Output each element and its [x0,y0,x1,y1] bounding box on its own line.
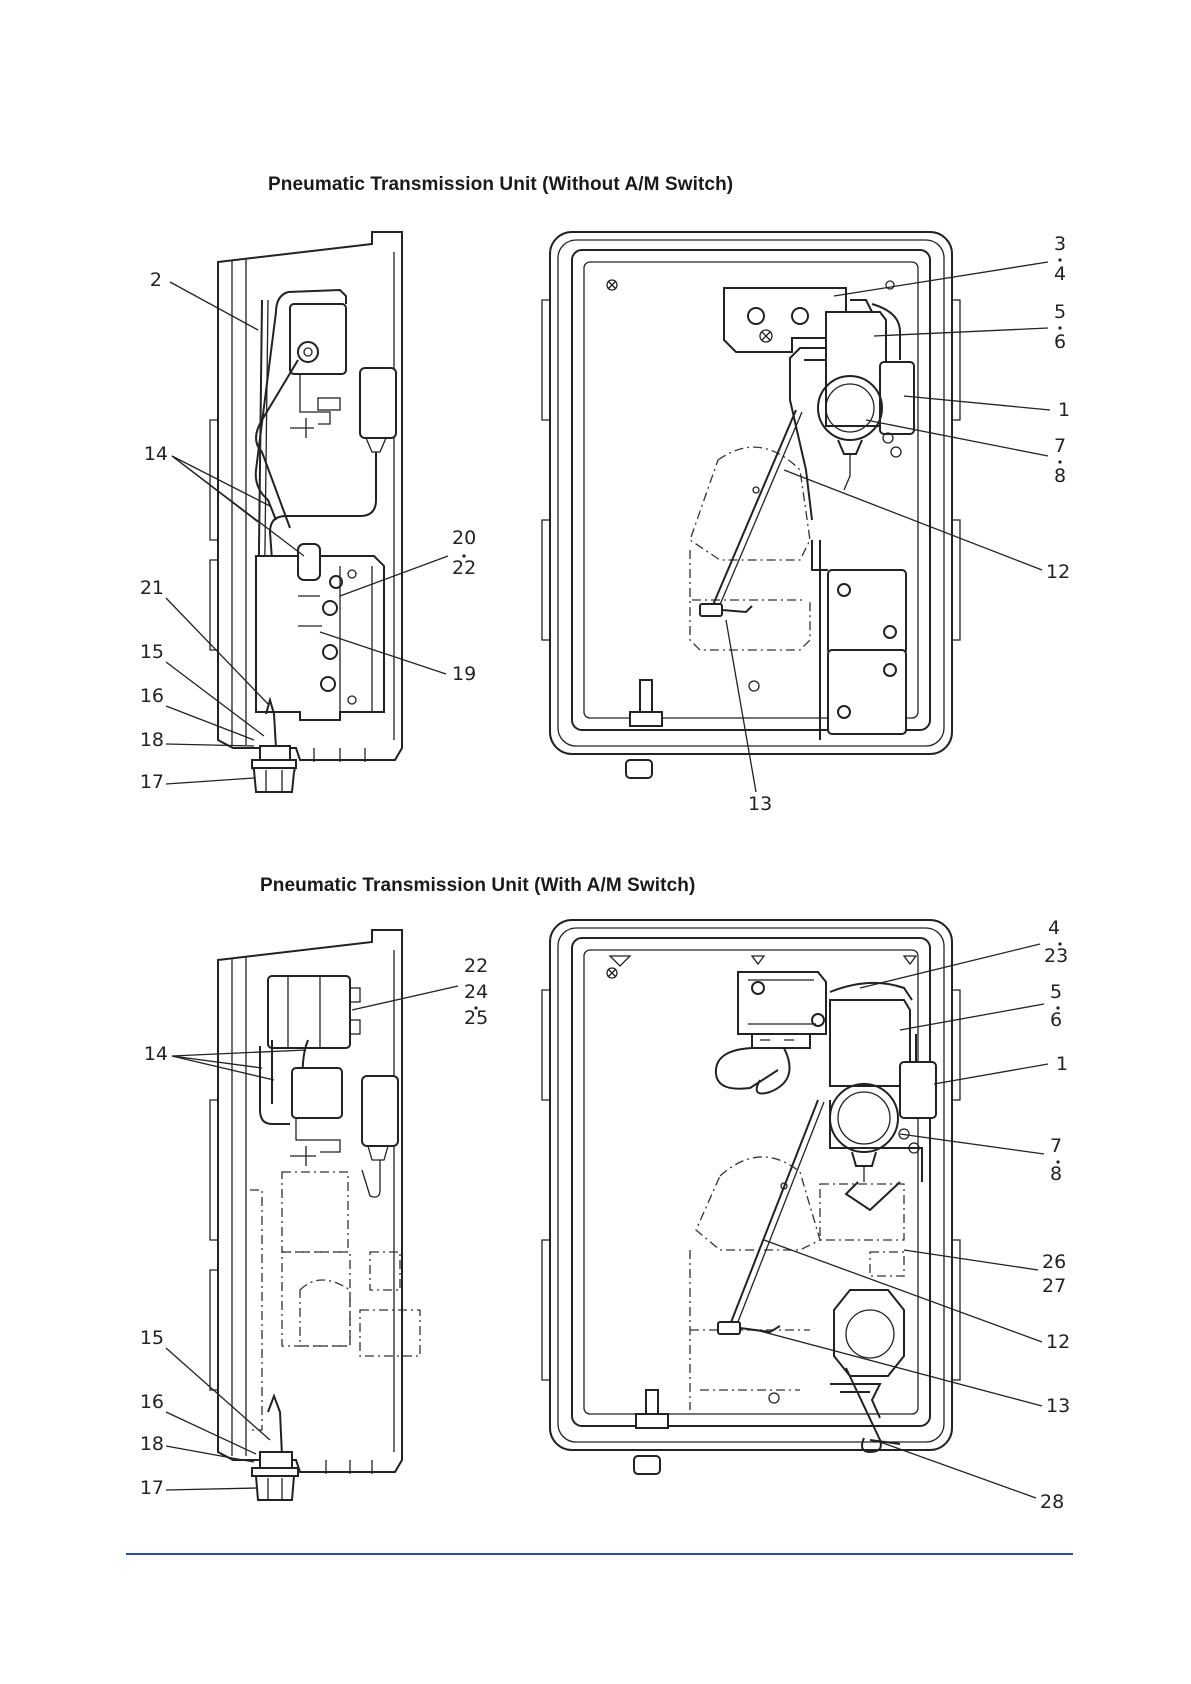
d2-front-view [542,920,960,1474]
callout-17: 17 [140,771,164,793]
callout-8: 8 [1054,465,1066,487]
callout-7: 7 [1050,1135,1062,1157]
callout-20: 20 [452,527,476,549]
callout-1: 1 [1058,399,1070,421]
callout-14: 14 [144,1043,168,1065]
callout-16: 16 [140,1391,164,1413]
d1-side-view [210,232,402,792]
callout-22: 22 [452,557,476,579]
callout-26: 26 [1042,1251,1066,1273]
callout-5: 5 [1054,301,1066,323]
callout-13: 13 [748,793,772,815]
callout-13: 13 [1046,1395,1070,1417]
callout-5: 5 [1050,981,1062,1003]
callout-14: 14 [144,443,168,465]
callout-6: 6 [1050,1009,1062,1031]
callout-2: 2 [150,269,162,291]
callout-25: 25 [464,1007,488,1029]
callout-22: 22 [464,955,488,977]
callout-28: 28 [1040,1491,1064,1513]
callout-18: 18 [140,729,164,751]
callout-4: 4 [1048,917,1060,939]
callout-12: 12 [1046,1331,1070,1353]
callout-23: 23 [1044,945,1068,967]
callout-6: 6 [1054,331,1066,353]
callout-12: 12 [1046,561,1070,583]
callout-27: 27 [1042,1275,1066,1297]
callout-21: 21 [140,577,164,599]
callout-15: 15 [140,641,164,663]
callout-4: 4 [1054,263,1066,285]
callout-16: 16 [140,685,164,707]
callout-18: 18 [140,1433,164,1455]
footer-rule [126,1553,1073,1555]
callout-19: 19 [452,663,476,685]
callout-17: 17 [140,1477,164,1499]
callout-3: 3 [1054,233,1066,255]
callout-8: 8 [1050,1163,1062,1185]
callout-24: 24 [464,981,488,1003]
callout-1: 1 [1056,1053,1068,1075]
d1-front-view [542,232,960,778]
callout-7: 7 [1054,435,1066,457]
callout-15: 15 [140,1327,164,1349]
